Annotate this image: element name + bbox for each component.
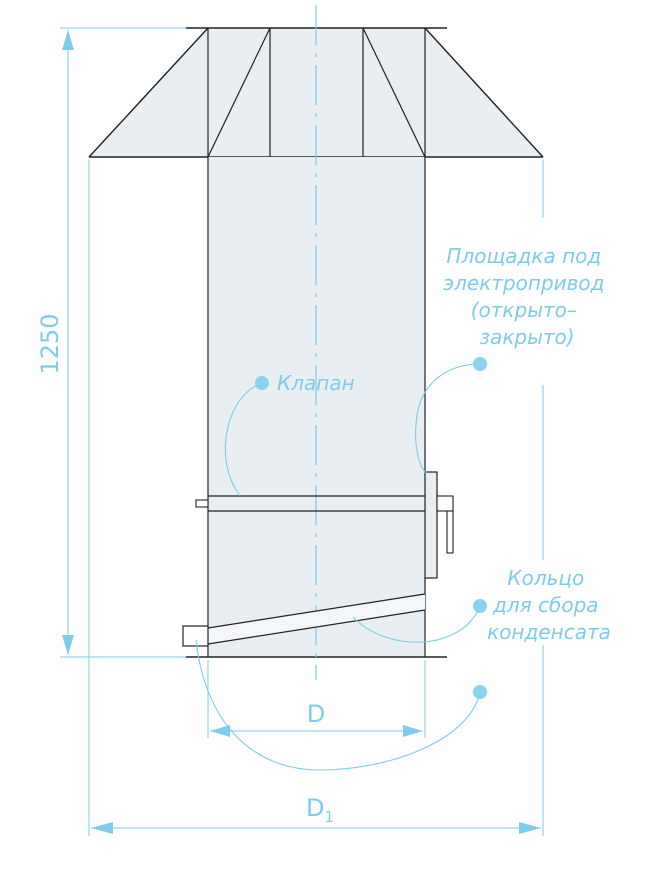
valve — [195, 495, 425, 512]
condensate-ring-fill — [208, 594, 425, 644]
actuator-callout-dot — [473, 357, 487, 371]
d-arrow-right — [403, 725, 423, 737]
valve-callout-label: Клапан — [277, 371, 355, 395]
condensate-ring-bottom — [207, 609, 426, 645]
d-arrow-left — [210, 725, 230, 737]
outer-diameter-subscript: 1 — [324, 808, 334, 826]
actuator-line-2: электропривод — [443, 271, 604, 295]
actuator-line-3: (открыто– — [471, 298, 577, 322]
condensate-ring-lip — [182, 625, 209, 647]
condensate-callout-text: Кольцо для сбора конденсата — [487, 566, 611, 644]
outer-diameter-label: D1 — [306, 794, 334, 826]
cap-inner-diag-left — [207, 27, 271, 158]
ring-lip-callout-dot — [473, 685, 487, 699]
valve-callout: Клапан — [224, 371, 355, 497]
d1-arrow-left — [91, 822, 113, 834]
actuator-bracket — [436, 495, 454, 512]
height-arrow-bottom — [62, 635, 74, 655]
actuator-line-4: закрыто) — [479, 325, 574, 349]
outer-diameter-dimension — [88, 160, 544, 836]
actuator-callout: Площадка под электропривод (открыто– зак… — [415, 244, 611, 474]
actuator-platform — [424, 471, 454, 579]
height-arrow-top — [62, 30, 74, 50]
outer-diameter-letter: D — [306, 794, 324, 822]
inner-diameter-label: D — [307, 700, 325, 728]
height-dimension — [60, 27, 186, 658]
ring-lip-leader — [195, 639, 481, 771]
cap-inner-diag-right — [362, 27, 426, 158]
cap-right-slope — [424, 27, 544, 158]
condensate-callout: Кольцо для сбора конденсата — [352, 566, 611, 644]
cap-left-slope — [88, 27, 209, 158]
condensate-leader — [352, 605, 481, 643]
condensate-ring — [182, 593, 426, 647]
valve-shaft-stub — [195, 499, 209, 508]
condensate-line-2: для сбора — [492, 593, 599, 617]
ring-lip-callout — [195, 639, 487, 771]
inner-diameter-dimension — [207, 660, 426, 738]
condensate-line-3: конденсата — [487, 620, 611, 644]
valve-callout-dot — [255, 376, 269, 390]
actuator-rail — [446, 510, 454, 554]
actuator-callout-text: Площадка под электропривод (открыто– зак… — [443, 244, 611, 349]
height-label: 1250 — [36, 313, 64, 374]
condensate-ring-top — [207, 593, 426, 629]
actuator-plate — [424, 471, 438, 579]
condensate-callout-dot — [473, 599, 487, 613]
d1-arrow-right — [519, 822, 541, 834]
valve-leader — [224, 382, 263, 497]
condensate-line-1: Кольцо — [507, 566, 584, 590]
actuator-leader — [415, 363, 481, 474]
actuator-line-1: Площадка под — [446, 244, 601, 268]
